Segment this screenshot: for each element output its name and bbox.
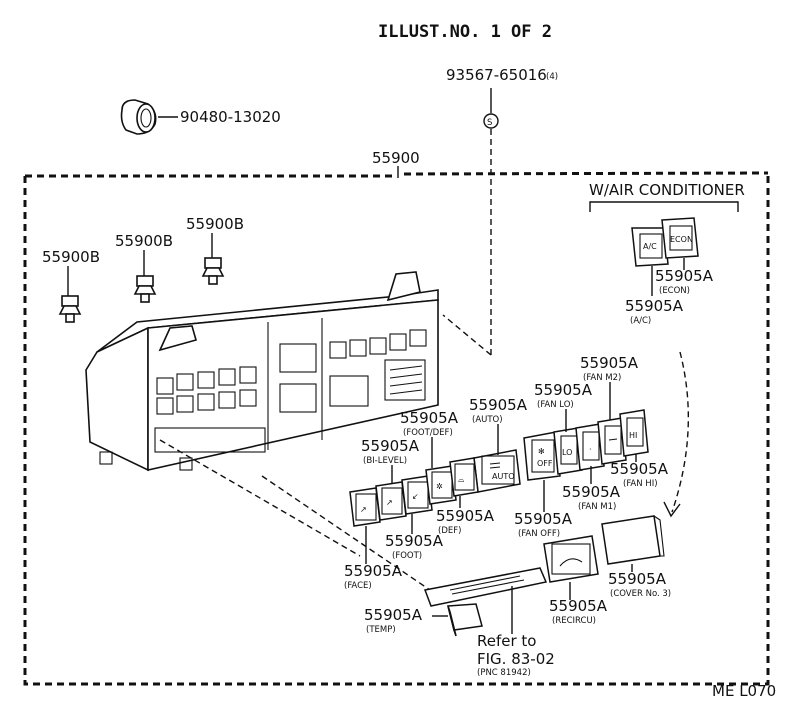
svg-text:FIG. 83-02: FIG. 83-02: [477, 650, 555, 668]
cover-part: 55905A (COVER No. 3): [601, 515, 671, 599]
svg-text:93567-65016: 93567-65016: [446, 66, 547, 84]
svg-text:55905A: 55905A: [580, 354, 639, 372]
svg-text:(COVER No. 3): (COVER No. 3): [610, 589, 671, 599]
svg-text:55900B: 55900B: [42, 248, 100, 266]
svg-text:AUTO: AUTO: [492, 472, 515, 481]
svg-text:↙: ↙: [412, 492, 419, 501]
svg-text:55905A: 55905A: [385, 532, 444, 550]
svg-text:(FOOT/DEF): (FOOT/DEF): [403, 428, 453, 438]
assembly-frame: [23, 171, 770, 686]
temperature-panel: [423, 567, 548, 634]
svg-text:55905A: 55905A: [344, 562, 403, 580]
bulb-part-1: 55900B: [42, 248, 100, 323]
svg-text:(FAN LO): (FAN LO): [537, 400, 574, 410]
recirculation-part: 55905A (RECIRCU): [543, 535, 608, 626]
foot-callout: 55905A (FOOT): [385, 514, 444, 561]
illustration-title: ILLUST.NO. 1 OF 2: [378, 22, 552, 42]
svg-text:ECON: ECON: [670, 235, 693, 244]
svg-text:55905A: 55905A: [361, 437, 420, 455]
def-callout: 55905A (DEF): [436, 496, 495, 536]
foot-def-callout: 55905A (FOOT/DEF): [400, 409, 459, 468]
svg-text:55905A: 55905A: [514, 510, 573, 528]
svg-text:55905A: 55905A: [534, 381, 593, 399]
svg-text:55900B: 55900B: [186, 215, 244, 233]
svg-text:OFF: OFF: [537, 459, 553, 468]
screw-part: 93567-65016 (4) S: [442, 66, 558, 356]
svg-text:55900: 55900: [372, 149, 420, 167]
fan-m1-callout: 55905A (FAN M1): [562, 466, 621, 512]
svg-text:·: ·: [589, 445, 592, 454]
svg-text:A/C: A/C: [643, 242, 657, 251]
figure-reference: Refer to FIG. 83-02 (PNC 81942): [477, 632, 555, 678]
svg-text:(AUTO): (AUTO): [472, 415, 503, 425]
svg-text:✻: ✻: [538, 447, 545, 456]
fan-buttons: ✻ OFF LO · HI: [523, 409, 649, 481]
svg-text:LO: LO: [562, 448, 572, 457]
svg-text:Refer to: Refer to: [477, 632, 536, 650]
fan-m2-callout: 55905A (FAN M2): [580, 354, 639, 420]
svg-text:(FOOT): (FOOT): [392, 551, 422, 561]
mode-buttons: ↗ ↗ ↙ ✲ ⌓: [349, 457, 479, 527]
bulb-part-2: 55900B: [115, 232, 173, 303]
svg-text:55905A: 55905A: [364, 606, 423, 624]
bulb-part-3: 55900B: [186, 215, 244, 285]
fan-lo-callout: 55905A (FAN LO): [534, 381, 593, 432]
face-callout: 55905A (FACE): [344, 526, 403, 591]
temp-knob-part: 55905A (TEMP): [364, 603, 483, 637]
svg-text:⌓: ⌓: [458, 475, 465, 484]
svg-text:55900B: 55900B: [115, 232, 173, 250]
svg-text:(ECON): (ECON): [659, 286, 690, 296]
svg-text:✲: ✲: [436, 482, 443, 491]
svg-text:55905A: 55905A: [625, 297, 684, 315]
svg-text:55905A: 55905A: [562, 483, 621, 501]
assembly-label: 55900: [372, 149, 420, 178]
svg-text:(DEF): (DEF): [438, 526, 461, 536]
svg-text:(4): (4): [546, 72, 558, 82]
svg-text:(FAN M1): (FAN M1): [578, 502, 616, 512]
svg-text:55905A: 55905A: [549, 597, 608, 615]
bi-level-callout: 55905A (BI-LEVEL): [361, 437, 420, 484]
fan-off-callout: 55905A (FAN OFF): [514, 480, 573, 539]
svg-text:(RECIRCU): (RECIRCU): [552, 616, 596, 626]
svg-text:S: S: [487, 118, 492, 128]
svg-text:(PNC 81942): (PNC 81942): [477, 668, 531, 678]
direction-arrow: [663, 351, 689, 518]
diagram-code: ME L070: [712, 682, 776, 700]
svg-text:90480-13020: 90480-13020: [180, 108, 281, 126]
svg-text:(FAN OFF): (FAN OFF): [518, 529, 560, 539]
svg-text:(A/C): (A/C): [630, 316, 651, 326]
fan-hi-callout: 55905A (FAN HI): [610, 454, 669, 489]
svg-text:(TEMP): (TEMP): [366, 625, 396, 635]
auto-button-part: AUTO 55905A (AUTO): [469, 396, 528, 493]
svg-text:55905A: 55905A: [608, 570, 667, 588]
svg-text:(BI-LEVEL): (BI-LEVEL): [363, 456, 407, 466]
knob-part: 90480-13020: [120, 99, 281, 135]
svg-text:W/AIR CONDITIONER: W/AIR CONDITIONER: [589, 181, 745, 199]
control-assembly-body: [85, 271, 439, 472]
svg-text:55905A: 55905A: [436, 507, 495, 525]
leader-line-body: [159, 439, 361, 557]
svg-text:(FACE): (FACE): [344, 581, 372, 591]
svg-text:↗: ↗: [386, 498, 393, 507]
leader-line-temp: [261, 475, 431, 591]
svg-text:(FAN HI): (FAN HI): [623, 479, 658, 489]
svg-text:55905A: 55905A: [655, 267, 714, 285]
svg-text:55905A: 55905A: [469, 396, 528, 414]
svg-text:55905A: 55905A: [610, 460, 669, 478]
svg-text:(FAN M2): (FAN M2): [583, 373, 621, 383]
svg-text:↗: ↗: [360, 505, 367, 514]
air-conditioner-section: W/AIR CONDITIONER A/C ECON 55905A (ECON)…: [589, 181, 745, 326]
svg-text:55905A: 55905A: [400, 409, 459, 427]
svg-text:HI: HI: [629, 431, 637, 440]
